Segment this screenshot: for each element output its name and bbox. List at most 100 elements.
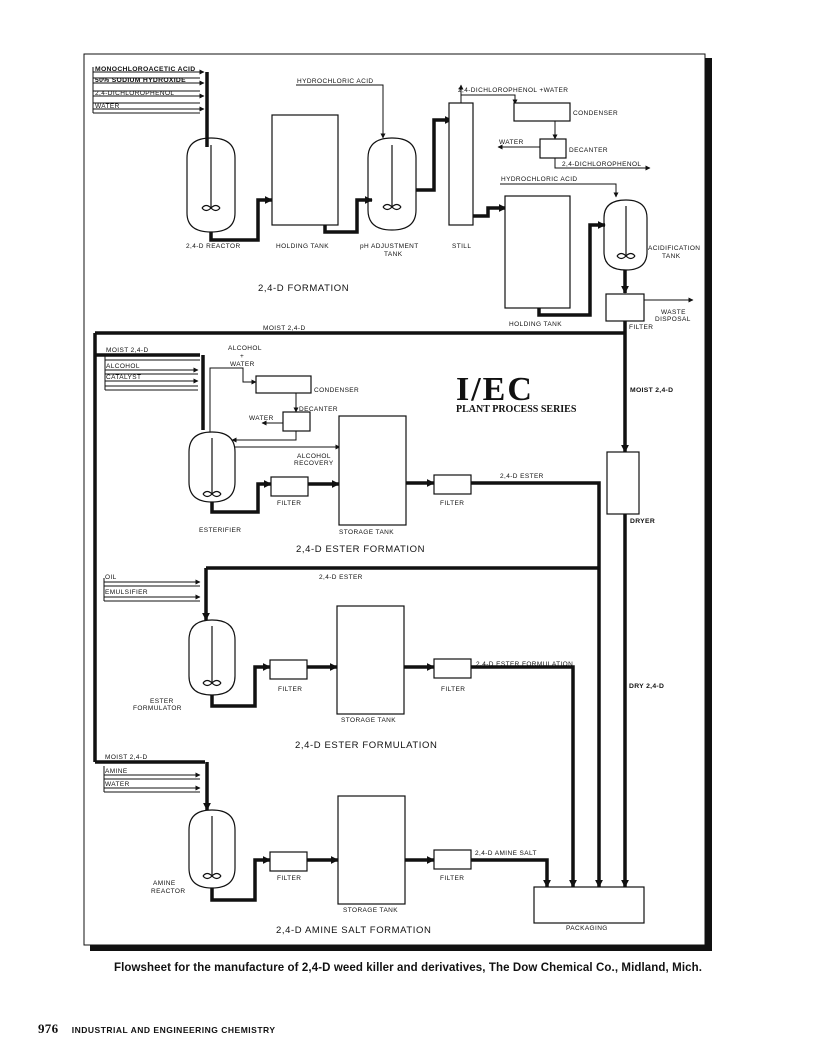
label-waste-2: DISPOSAL	[655, 316, 691, 323]
feed-hydrochloric-1: HYDROCHLORIC ACID	[297, 78, 374, 85]
label-ester-storage: STORAGE TANK	[339, 529, 394, 536]
formulation-storage-tank	[336, 605, 405, 715]
label-decanter-1: DECANTER	[569, 147, 608, 154]
label-amine-reactor-2: REACTOR	[151, 888, 185, 895]
stage-amine-salt: 2,4-D AMINE SALT FORMATION	[276, 925, 431, 936]
amine-storage-tank	[337, 795, 406, 905]
right-column: MOIST 2,4-D DRYER DRY 2,4-D	[606, 333, 673, 888]
label-alcohol-water-2: +	[240, 353, 244, 360]
ph-adjustment-vessel	[367, 137, 417, 231]
formulation-filter-2	[433, 658, 472, 679]
label-water-decanter: WATER	[499, 139, 524, 146]
label-reactor: 2,4-D REACTOR	[186, 243, 241, 250]
ester-storage-tank	[338, 415, 407, 526]
label-ph-adjust-2: TANK	[384, 251, 403, 258]
feed-catalyst: CATALYST	[106, 374, 141, 381]
still-column	[448, 102, 474, 226]
feed-hydrochloric-2: HYDROCHLORIC ACID	[501, 176, 578, 183]
logo-sub: PLANT PROCESS SERIES	[456, 404, 577, 415]
label-amine-filter-2: FILTER	[440, 875, 464, 882]
label-waste-1: WASTE	[661, 309, 686, 316]
reactor-vessel	[186, 137, 236, 233]
ester-filter-2	[433, 474, 472, 495]
condenser-1	[513, 102, 571, 122]
label-ph-adjust-1: pH ADJUSTMENT	[360, 243, 419, 250]
label-alcohol-recovery-1: ALCOHOL	[297, 453, 331, 460]
label-ester-feed: 2,4-D ESTER	[319, 574, 363, 581]
label-filter-main: FILTER	[629, 324, 653, 331]
feed-water: WATER	[95, 103, 120, 110]
packaging	[533, 886, 645, 924]
label-water-ester: WATER	[249, 415, 274, 422]
ester-formulation-section: OIL EMULSIFIER 2,4-D ESTER ESTER FORMULA…	[103, 566, 599, 888]
feed-water-amine: WATER	[105, 781, 130, 788]
feed-sodium-hydroxide: 50% SODIUM HYDROXIDE	[95, 77, 186, 84]
label-dichlorophenol-out: 2,4-DICHLOROPHENOL	[562, 161, 641, 168]
amine-filter-1	[269, 851, 308, 872]
amine-salt-section: MOIST 2,4-D AMINE WATER AMINE REACTOR FI…	[95, 754, 645, 936]
feed-dichlorophenol: 2,4-DICHLOROPHENOL	[95, 90, 174, 97]
label-holding-tank-1: HOLDING TANK	[276, 243, 329, 250]
ester-filter-1	[270, 476, 309, 497]
stage-ester-formulation: 2,4-D ESTER FORMULATION	[295, 740, 437, 751]
feed-alcohol: ALCOHOL	[106, 363, 140, 370]
holding-tank-1	[271, 114, 339, 226]
label-esterifier: ESTERIFIER	[199, 527, 241, 534]
label-ester-filter-1: FILTER	[277, 500, 301, 507]
formulation-filter-1	[269, 659, 308, 680]
label-moist-amine: MOIST 2,4-D	[105, 754, 148, 761]
label-moist-ester: MOIST 2,4-D	[106, 347, 149, 354]
figure-caption: Flowsheet for the manufacture of 2,4-D w…	[113, 962, 703, 974]
label-dryer: DRYER	[630, 518, 655, 525]
label-holding-tank-2: HOLDING TANK	[509, 321, 562, 328]
iec-logo: I/EC PLANT PROCESS SERIES	[456, 371, 577, 415]
page-footer: 976 INDUSTRIAL AND ENGINEERING CHEMISTRY	[38, 1021, 276, 1037]
ester-formation-section: MOIST 2,4-D ALCOHOL CATALYST ALCOHOL + W…	[95, 345, 603, 888]
decanter-1	[539, 138, 567, 159]
feed-amine: AMINE	[105, 768, 128, 775]
label-formulator-1: ESTER	[150, 698, 174, 705]
journal-name: INDUSTRIAL AND ENGINEERING CHEMISTRY	[71, 1025, 276, 1035]
page-number: 976	[38, 1021, 59, 1036]
label-dry: DRY 2,4-D	[629, 683, 664, 690]
label-formulator-2: FORMULATOR	[133, 705, 182, 712]
label-amine-reactor-1: AMINE	[153, 880, 176, 887]
stage-formation: 2,4-D FORMATION	[258, 283, 349, 294]
formation-section	[92, 67, 694, 762]
label-dichlorophenol-water: 2,4-DICHLOROPHENOL +WATER	[458, 87, 568, 94]
label-acid-tank-1: ACIDIFICATION	[648, 245, 700, 252]
logo-main: I/EC	[456, 371, 534, 408]
label-decanter-2: DECANTER	[299, 406, 338, 413]
decanter-2	[282, 411, 311, 432]
label-amine-product: 2,4-D AMINE SALT	[475, 850, 537, 857]
label-alcohol-water-3: WATER	[230, 361, 255, 368]
label-condenser-2: CONDENSER	[314, 387, 359, 394]
label-alcohol-recovery-2: RECOVERY	[294, 460, 334, 467]
esterifier-vessel	[188, 431, 236, 503]
acidification-vessel	[603, 199, 648, 271]
label-moist-top: MOIST 2,4-D	[263, 325, 306, 332]
label-formulation-filter-1: FILTER	[278, 686, 302, 693]
label-amine-storage: STORAGE TANK	[343, 907, 398, 914]
amine-reactor-vessel	[188, 809, 236, 889]
label-condenser-1: CONDENSER	[573, 110, 618, 117]
feed-oil: OIL	[105, 574, 117, 581]
label-ester-filter-2: FILTER	[440, 500, 464, 507]
condenser-2	[255, 375, 312, 394]
label-moist-right: MOIST 2,4-D	[630, 387, 673, 394]
label-formulation-product: 2,4-D ESTER FORMULATION	[476, 661, 573, 668]
label-packaging: PACKAGING	[566, 925, 608, 932]
label-acid-tank-2: TANK	[662, 253, 681, 260]
label-still: STILL	[452, 243, 471, 250]
label-amine-filter-1: FILTER	[277, 875, 301, 882]
feed-monochloroacetic: MONOCHLOROACETIC ACID	[95, 66, 195, 73]
amine-filter-2	[433, 849, 472, 870]
label-formulation-storage: STORAGE TANK	[341, 717, 396, 724]
holding-tank-2	[504, 195, 571, 309]
feed-emulsifier: EMULSIFIER	[105, 589, 148, 596]
stage-ester-formation: 2,4-D ESTER FORMATION	[296, 544, 425, 555]
label-alcohol-water-1: ALCOHOL	[228, 345, 262, 352]
dryer	[606, 451, 640, 515]
filter-main	[605, 293, 645, 322]
